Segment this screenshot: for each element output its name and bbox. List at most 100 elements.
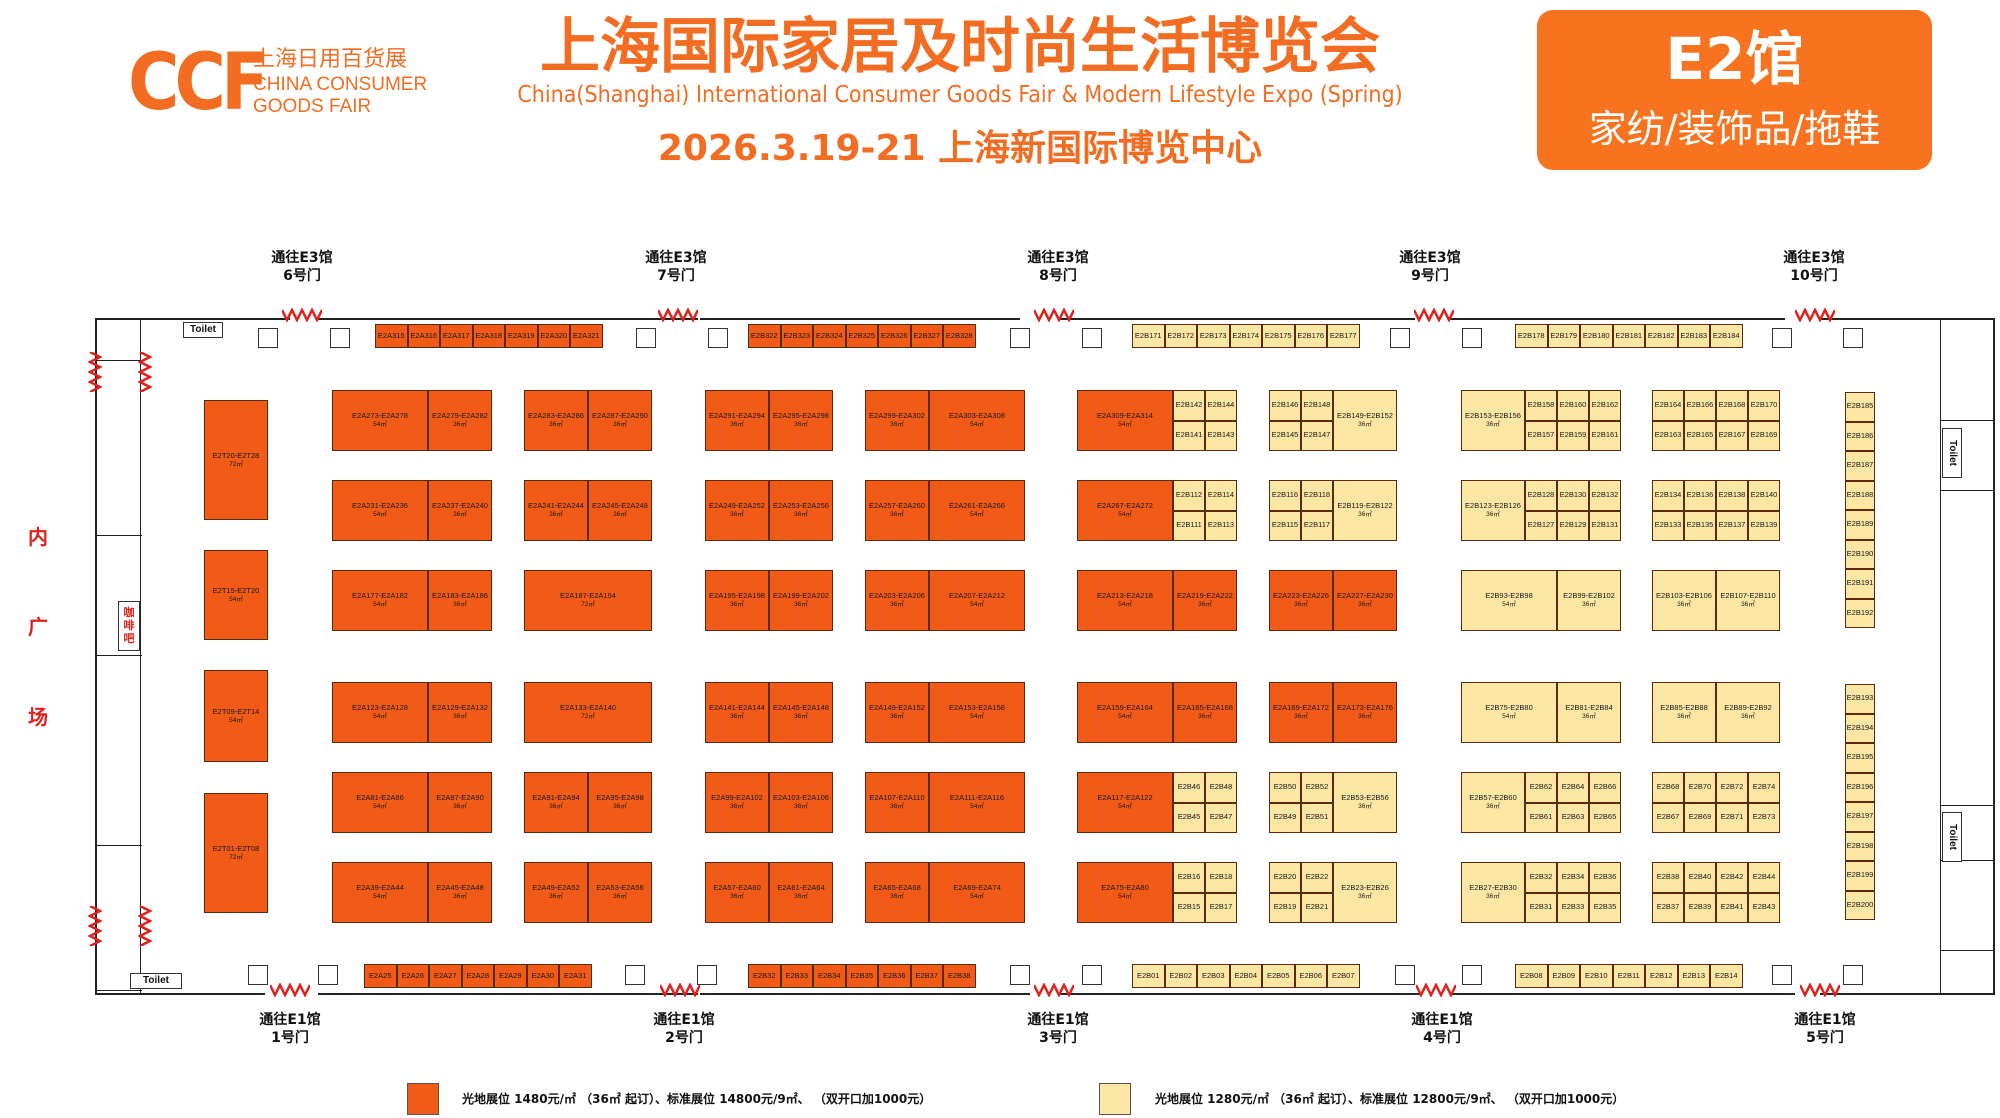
booth[interactable]: E2A28 (461, 964, 494, 988)
booth[interactable]: E2A318 (472, 324, 505, 348)
booth[interactable]: E2B52 (1301, 772, 1333, 803)
booth[interactable]: E2B10 (1580, 964, 1613, 988)
booth[interactable]: E2B157 (1525, 420, 1557, 451)
booth[interactable]: E2B37 (1652, 892, 1684, 923)
booth[interactable]: E2B172 (1164, 324, 1197, 348)
booth[interactable]: E2B09 (1547, 964, 1580, 988)
booth[interactable]: E2B11 (1612, 964, 1645, 988)
booth[interactable]: E2B143 (1205, 420, 1237, 451)
booth[interactable]: E2B327 (910, 324, 943, 348)
booth[interactable]: E2B138 (1716, 480, 1748, 511)
booth[interactable]: E2A315 (375, 324, 408, 348)
booth[interactable]: E2B177 (1327, 324, 1360, 348)
booth[interactable]: E2B324 (813, 324, 846, 348)
booth[interactable]: E2B328 (943, 324, 976, 348)
booth[interactable]: E2B12 (1645, 964, 1678, 988)
booth[interactable]: E2B159 (1557, 420, 1589, 451)
booth[interactable]: E2B51 (1301, 802, 1333, 833)
booth[interactable]: E2B33 (780, 964, 813, 988)
booth[interactable]: E2B196 (1845, 772, 1875, 802)
booth[interactable]: E2B166 (1684, 390, 1716, 421)
booth[interactable]: E2B171 (1132, 324, 1165, 348)
booth[interactable]: E2B08 (1515, 964, 1548, 988)
booth[interactable]: E2B137 (1716, 510, 1748, 541)
booth[interactable]: E2A319 (505, 324, 538, 348)
booth[interactable]: E2B39 (1684, 892, 1716, 923)
booth[interactable]: E2B163 (1652, 420, 1684, 451)
booth[interactable]: E2B158 (1525, 390, 1557, 421)
booth[interactable]: E2B62 (1525, 772, 1557, 803)
booth[interactable]: E2B186 (1845, 421, 1875, 451)
booth[interactable]: E2B45 (1173, 802, 1205, 833)
booth[interactable]: E2B32 (1525, 862, 1557, 893)
booth[interactable]: E2B35 (1589, 892, 1621, 923)
booth[interactable]: E2B19 (1269, 892, 1301, 923)
booth[interactable]: E2B50 (1269, 772, 1301, 803)
booth[interactable]: E2B07 (1327, 964, 1360, 988)
booth[interactable]: E2B185 (1845, 392, 1875, 422)
booth[interactable]: E2B74 (1748, 772, 1780, 803)
booth[interactable]: E2B114 (1205, 480, 1237, 511)
booth[interactable]: E2B160 (1557, 390, 1589, 421)
booth[interactable]: E2A30 (526, 964, 559, 988)
booth[interactable]: E2B148 (1301, 390, 1333, 421)
booth[interactable]: E2B41 (1716, 892, 1748, 923)
booth[interactable]: E2B195 (1845, 743, 1875, 773)
booth[interactable]: E2B33 (1557, 892, 1589, 923)
booth[interactable]: E2B325 (845, 324, 878, 348)
booth[interactable]: E2B66 (1589, 772, 1621, 803)
booth[interactable]: E2B144 (1205, 390, 1237, 421)
booth[interactable]: E2B15 (1173, 892, 1205, 923)
booth[interactable]: E2B111 (1173, 510, 1205, 541)
booth[interactable]: E2A26 (396, 964, 429, 988)
booth[interactable]: E2B191 (1845, 569, 1875, 599)
booth[interactable]: E2B42 (1716, 862, 1748, 893)
booth[interactable]: E2B164 (1652, 390, 1684, 421)
booth[interactable]: E2B63 (1557, 802, 1589, 833)
booth[interactable]: E2B194 (1845, 713, 1875, 743)
booth[interactable]: E2B326 (878, 324, 911, 348)
booth[interactable]: E2B200 (1845, 890, 1875, 920)
booth[interactable]: E2B34 (1557, 862, 1589, 893)
booth[interactable]: E2B199 (1845, 861, 1875, 891)
booth[interactable]: E2B48 (1205, 772, 1237, 803)
booth[interactable]: E2B69 (1684, 802, 1716, 833)
booth[interactable]: E2B170 (1748, 390, 1780, 421)
booth[interactable]: E2B165 (1684, 420, 1716, 451)
booth[interactable]: E2B190 (1845, 539, 1875, 569)
booth[interactable]: E2B322 (748, 324, 781, 348)
booth[interactable]: E2B198 (1845, 831, 1875, 861)
booth[interactable]: E2B147 (1301, 420, 1333, 451)
